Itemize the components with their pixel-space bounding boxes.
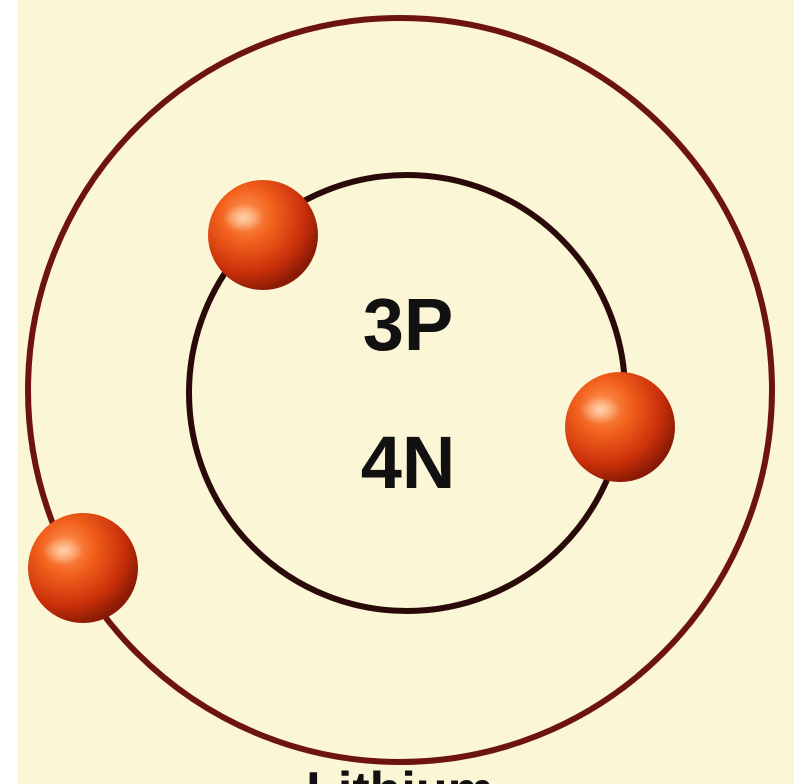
neutron-count: 4N — [361, 421, 456, 504]
element-name-caption: Lithium — [306, 762, 494, 784]
electron-1 — [208, 180, 318, 290]
electron-2 — [565, 372, 675, 482]
outer-shell — [25, 15, 775, 765]
electron-3 — [28, 513, 138, 623]
proton-count: 3P — [363, 283, 454, 366]
